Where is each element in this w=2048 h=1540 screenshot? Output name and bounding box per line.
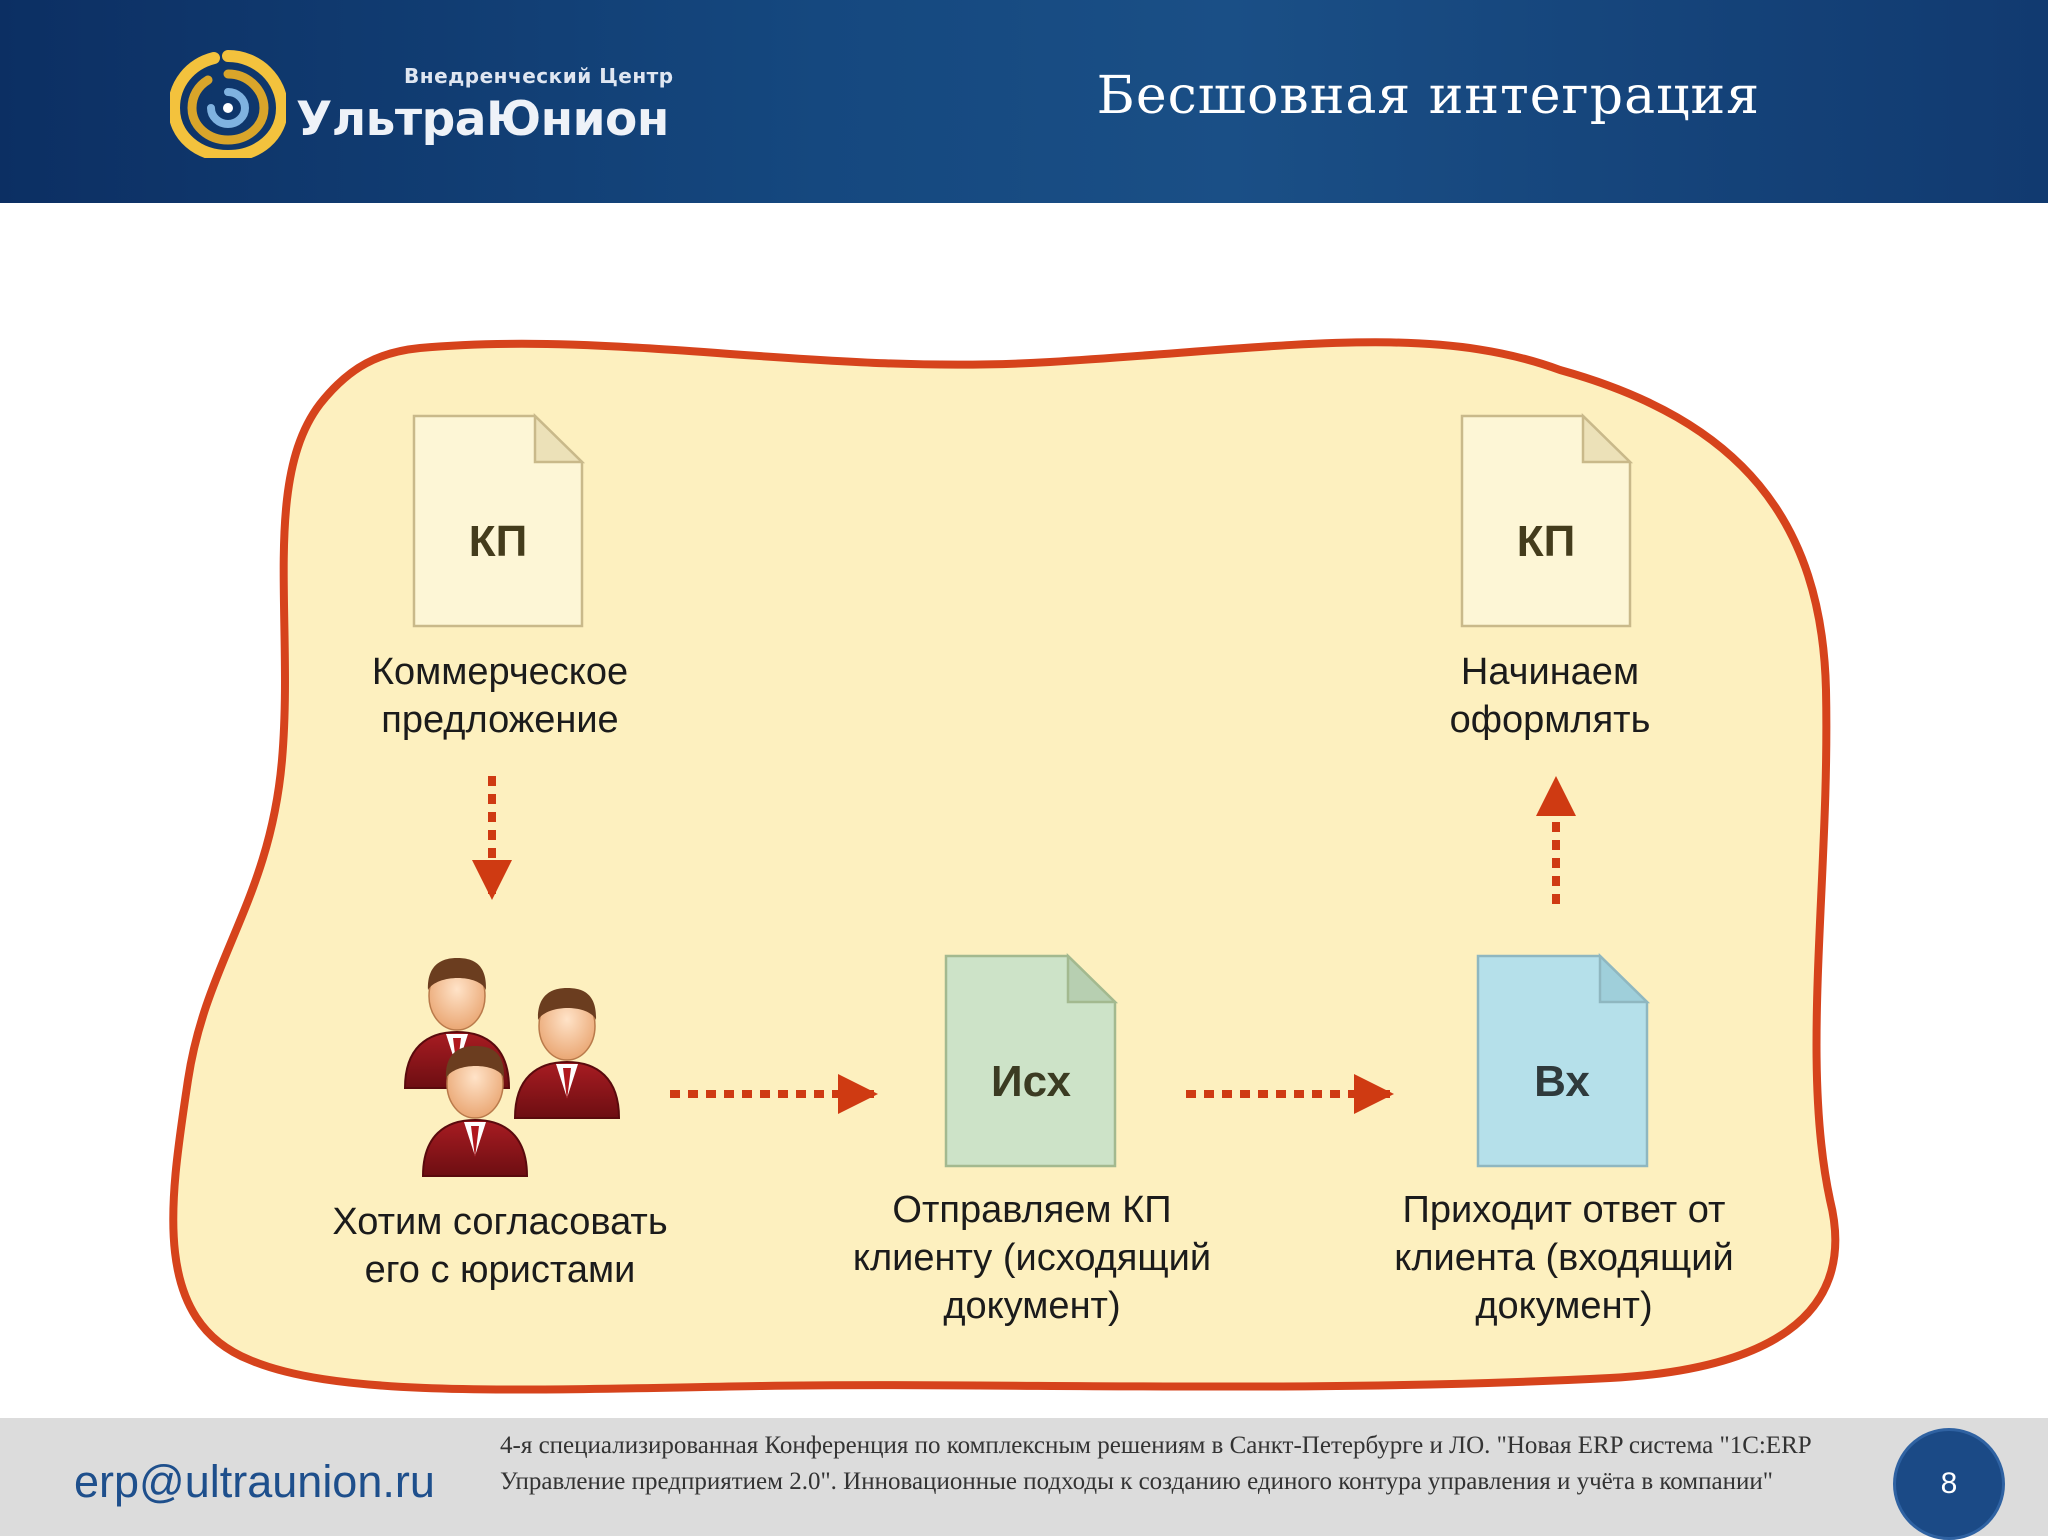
conference-note: 4-я специализированная Конференция по ко… <box>500 1432 1811 1495</box>
caption-send-offer: Отправляем КП клиенту (исходящий докумен… <box>852 1189 1212 1327</box>
document-kp-commercial: КП <box>412 413 586 628</box>
process-area-blob <box>169 338 1840 1394</box>
doc-in-label: Вх <box>1534 1057 1590 1106</box>
logo-name: УльтраЮнион <box>296 92 669 147</box>
ultraunion-logo-icon <box>170 50 286 158</box>
caption-agree-lawyers: Хотим согласовать его с юристами <box>332 1201 668 1291</box>
doc-out-label: Исх <box>991 1057 1072 1106</box>
caption-commercial-offer: Коммерческое предложение <box>371 651 629 741</box>
header-banner: Внедренческий Центр УльтраЮнион Бесшовна… <box>0 0 2048 203</box>
document-incoming: Вх <box>1476 953 1651 1168</box>
page-number-badge: 8 <box>1893 1428 2005 1540</box>
contact-email-link[interactable]: erp@ultraunion.ru <box>74 1456 435 1507</box>
caption-start-processing: Начинаем оформлять <box>1449 651 1651 741</box>
caption-client-reply: Приходит ответ от клиента (входящий доку… <box>1394 1189 1734 1327</box>
document-kp-start: КП <box>1460 413 1634 628</box>
logo-subtitle: Внедренческий Центр <box>404 64 674 88</box>
page-title: Бесшовная интеграция <box>1096 66 1760 126</box>
document-outgoing: Исх <box>944 953 1119 1168</box>
doc-kp1-label: КП <box>469 517 527 566</box>
footer-bar: erp@ultraunion.ru 4-я специализированная… <box>0 1418 2048 1540</box>
doc-kp2-label: КП <box>1517 517 1575 566</box>
